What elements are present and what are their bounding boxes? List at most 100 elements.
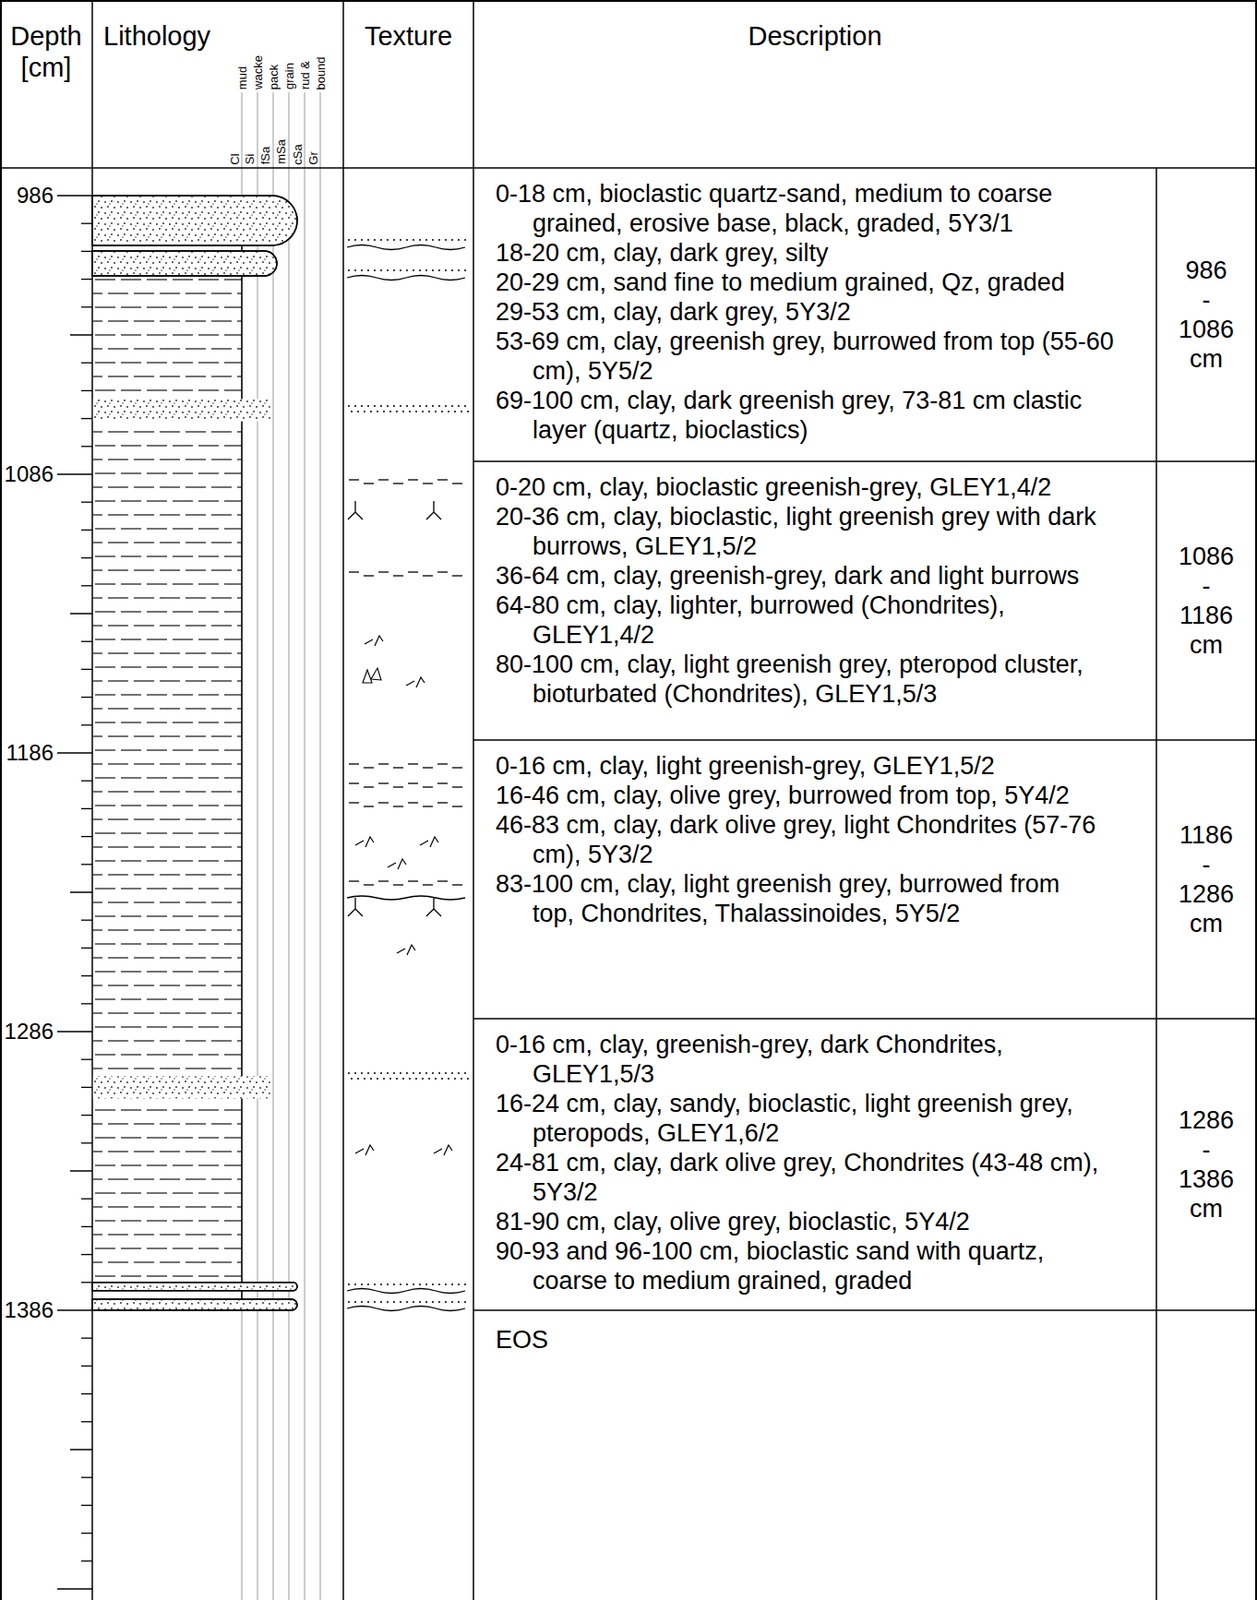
sand-texture-dot: [367, 1283, 370, 1286]
sand-texture-dot: [393, 239, 396, 241]
sand-texture-dot: [367, 269, 370, 272]
sand-texture-dot: [444, 1283, 447, 1286]
sand-texture-dot: [360, 269, 363, 272]
chondrites-symbol: [364, 635, 384, 647]
lamination-symbol: [378, 763, 389, 765]
erosive-base-symbol: [347, 275, 466, 281]
sand-texture-dot: [454, 410, 456, 413]
sand-texture-dot: [438, 239, 441, 241]
grain-size-label: mSa: [274, 139, 288, 165]
lamination-symbol: [363, 574, 374, 576]
description-entry: 69-100 cm, clay, dark greenish grey, 73-…: [495, 385, 1129, 445]
sand-texture-dot: [412, 1283, 415, 1286]
sand-texture-dot: [389, 1077, 392, 1080]
lamination-symbol: [348, 802, 360, 803]
sand-texture-dot: [406, 269, 408, 272]
depth-tick: [81, 836, 93, 838]
depth-tick: [81, 724, 93, 726]
sand-texture-dot: [431, 1301, 434, 1304]
sand-texture-dot: [441, 410, 443, 413]
depth-tick: [81, 1505, 93, 1507]
sand-texture-dot: [350, 410, 353, 413]
description-entry: 53-69 cm, clay, greenish grey, burrowed …: [495, 326, 1129, 386]
sand-texture-dot: [447, 410, 450, 413]
column-header: Depth [cm]: [10, 20, 82, 84]
sand-texture-dot: [431, 405, 434, 408]
depth-tick: [70, 612, 93, 615]
sand-texture-dot: [402, 1077, 405, 1080]
sand-layer: [92, 251, 277, 276]
grain-size-label: Gr: [305, 151, 320, 165]
lamination-symbol: [437, 802, 448, 803]
sand-texture-dot: [386, 239, 389, 241]
description-entry: 64-80 cm, clay, lighter, burrowed (Chond…: [495, 590, 1129, 650]
depth-tick: [81, 641, 93, 643]
sand-texture-dot: [363, 410, 366, 413]
lamination-symbol: [452, 766, 463, 768]
depth-tick: [81, 1198, 93, 1200]
depth-tick: [81, 808, 93, 810]
grain-size-label: Cl: [227, 153, 241, 165]
grain-size-label: rud &: [298, 60, 312, 90]
depth-label: 1386: [4, 1297, 54, 1324]
grain-size-gridline: [241, 92, 243, 1600]
sand-texture-dot: [408, 410, 411, 413]
sand-texture-dot: [393, 405, 396, 408]
interval-label: 1086 - 1186 cm: [1178, 541, 1234, 660]
sand-texture-dot: [434, 1077, 437, 1080]
grain-size-label: pack: [266, 64, 281, 90]
lamination-symbol: [422, 482, 433, 484]
depth-label: 1086: [4, 461, 54, 488]
sand-texture-dot: [431, 1072, 434, 1075]
lamination-symbol: [437, 763, 448, 765]
sand-texture-dot: [386, 269, 389, 272]
sand-texture-dot: [419, 1301, 421, 1304]
description-entry: 81-90 cm, clay, olive grey, bioclastic, …: [495, 1207, 1129, 1237]
grain-size-gridline: [320, 92, 322, 1600]
lamination-symbol: [407, 782, 419, 784]
interval-label: 1186 - 1286 cm: [1178, 820, 1234, 939]
depth-tick: [70, 334, 93, 336]
depth-tick: [81, 1226, 93, 1228]
sand-texture-dot: [412, 405, 415, 408]
depth-tick: [81, 975, 93, 977]
sand-texture-dot: [408, 1077, 411, 1080]
sand-texture-dot: [447, 1077, 450, 1080]
grain-size-label: fSa: [258, 145, 273, 165]
sand-texture-dot: [464, 269, 467, 272]
sand-texture-dot: [386, 1301, 389, 1304]
depth-label: 1186: [5, 740, 54, 767]
end-of-section-label: EOS: [495, 1325, 549, 1355]
sand-texture-dot: [393, 1301, 396, 1304]
sand-texture-dot: [367, 239, 370, 241]
sand-texture-dot: [419, 405, 421, 408]
sand-texture-dot: [373, 1301, 376, 1304]
depth-tick: [81, 529, 93, 531]
sand-texture-dot: [419, 269, 421, 272]
depth-tick: [81, 863, 93, 865]
sand-texture-dot: [425, 269, 428, 272]
sand-texture-dot: [402, 410, 405, 413]
depth-tick: [81, 1059, 93, 1061]
lamination-symbol: [452, 574, 463, 576]
sand-texture-dot: [395, 410, 398, 413]
description-entry: 24-81 cm, clay, dark olive grey, Chondri…: [495, 1148, 1129, 1208]
sand-texture-dot: [367, 1072, 370, 1075]
sand-layer: [92, 195, 298, 246]
depth-tick: [81, 390, 93, 392]
sand-texture-dot: [383, 1077, 385, 1080]
column-header: Lithology: [103, 20, 211, 52]
sand-texture-dot: [399, 1283, 402, 1286]
sand-texture-dot: [444, 1301, 447, 1304]
depth-tick: [81, 1087, 93, 1089]
sand-texture-dot: [386, 1072, 389, 1075]
pteropod-symbol: [362, 668, 382, 683]
sand-layer: [92, 1282, 298, 1292]
lamination-symbol: [348, 571, 360, 573]
sand-texture-dot: [383, 410, 385, 413]
lamination-symbol: [452, 786, 463, 788]
chondrites-symbol: [406, 677, 425, 688]
lamination-symbol: [378, 478, 389, 480]
sand-texture-dot: [406, 1283, 408, 1286]
lamination-symbol: [363, 884, 374, 886]
